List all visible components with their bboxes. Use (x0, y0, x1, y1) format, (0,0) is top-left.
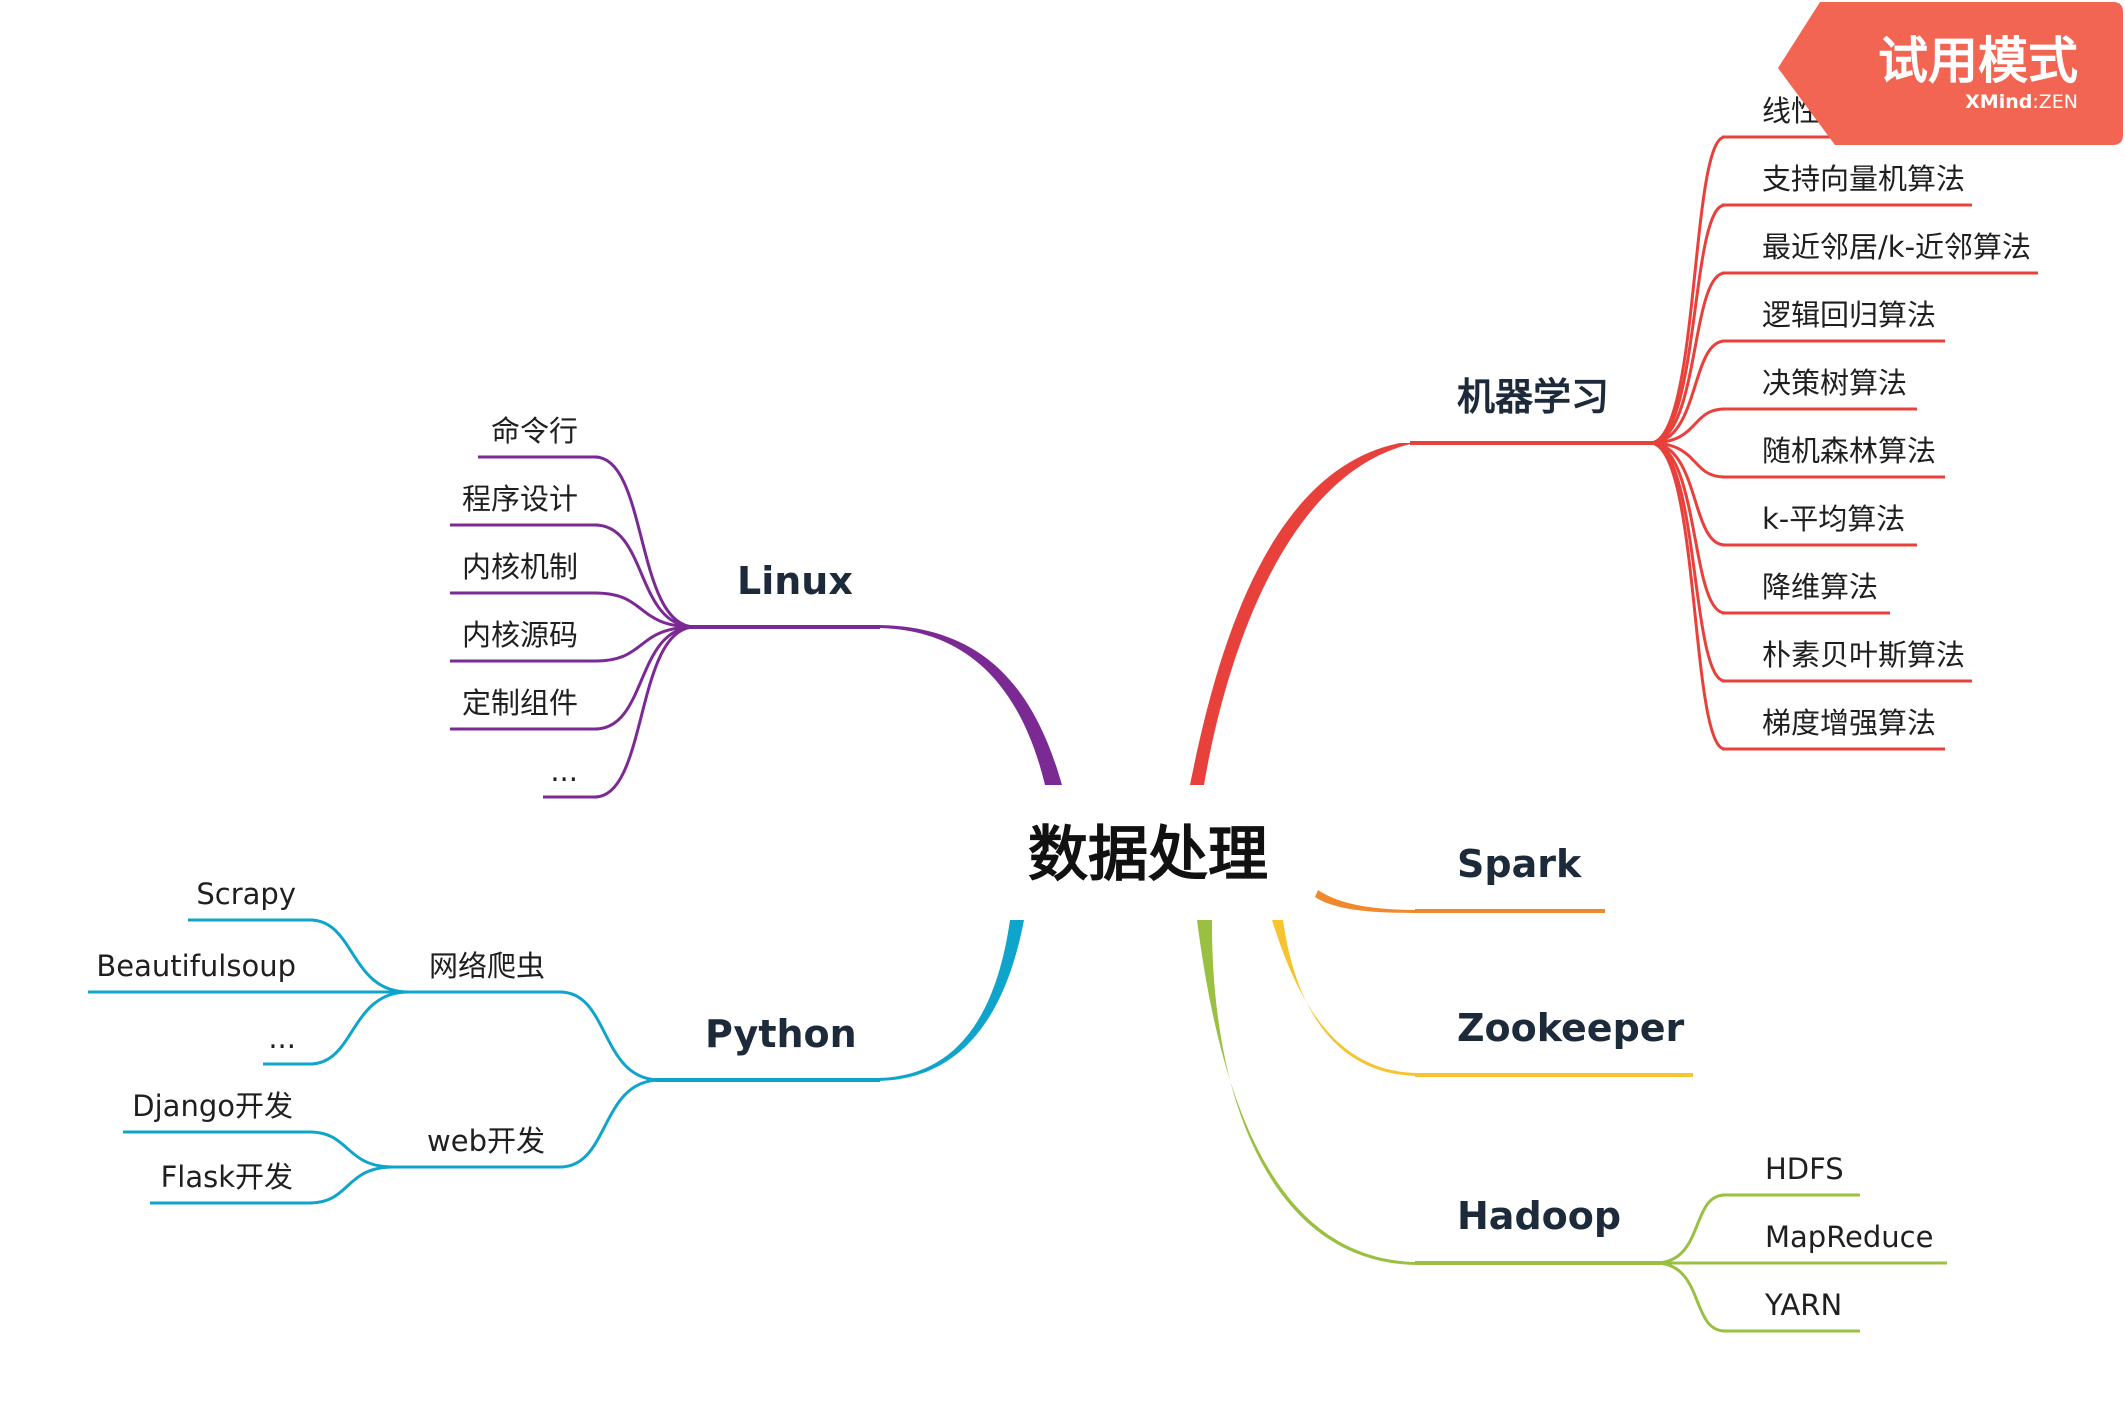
subtopic-web-2[interactable]: Flask开发 (161, 1160, 293, 1194)
subtopic-linux-4[interactable]: 内核源码 (462, 618, 578, 652)
hadoop-connector-3 (1654, 1261, 1726, 1333)
xmind-brand-name: XMind (1965, 91, 2032, 113)
linux-subbranches (450, 455, 696, 799)
ml-connector-8 (1649, 441, 1726, 615)
central-topic[interactable]: 数据处理 (1028, 820, 1268, 890)
python-subbranches (88, 918, 661, 1205)
linux-connector-3 (594, 591, 696, 629)
linux-connector-5 (594, 625, 696, 731)
subtopic-crawler-1[interactable]: Scrapy (196, 877, 296, 911)
xmind-brand-suffix: ZEN (2039, 91, 2078, 113)
trial-badge-shape (1778, 2, 2123, 145)
linux-connector-2 (594, 523, 696, 629)
xmind-brand-separator: : (2032, 91, 2038, 113)
subtopic-web-1[interactable]: Django开发 (132, 1089, 293, 1123)
subtopic-ml-3[interactable]: 最近邻居/k-近邻算法 (1762, 230, 2031, 264)
linux-connector-1 (594, 455, 696, 629)
topic-zookeeper[interactable]: Zookeeper (1457, 1006, 1685, 1050)
ml-connector-5 (1649, 407, 1726, 445)
subtopic-hadoop-2[interactable]: MapReduce (1765, 1220, 1933, 1254)
ml-connector-3 (1649, 271, 1726, 445)
subtopic-ml-6[interactable]: 随机森林算法 (1762, 434, 1936, 468)
web-connector-1 (309, 1130, 394, 1169)
branch-connector-zookeeper (1272, 920, 1420, 1076)
subtopic-ml-2[interactable]: 支持向量机算法 (1762, 162, 1965, 196)
linux-connector-6 (594, 625, 696, 799)
subtopic-hadoop-1[interactable]: HDFS (1765, 1152, 1844, 1186)
subtopic-python-crawler[interactable]: 网络爬虫 (429, 949, 545, 983)
subtopic-linux-2[interactable]: 程序设计 (462, 482, 578, 516)
ml-connector-6 (1649, 441, 1726, 479)
xmind-brand-label: XMind:ZEN (1965, 91, 2078, 113)
hadoop-connector-1 (1654, 1193, 1726, 1265)
subtopic-ml-5[interactable]: 决策树算法 (1762, 366, 1907, 400)
subtopic-ml-8[interactable]: 降维算法 (1762, 570, 1878, 604)
branch-connector-spark (1315, 890, 1420, 913)
python-connector-crawler (559, 990, 661, 1082)
topic-linux[interactable]: Linux (737, 559, 853, 603)
subtopic-ml-4[interactable]: 逻辑回归算法 (1762, 298, 1936, 332)
topic-hadoop[interactable]: Hadoop (1457, 1194, 1621, 1238)
topic-python[interactable]: Python (705, 1012, 857, 1056)
trial-mode-title: 试用模式 (1878, 32, 2078, 90)
subtopic-linux-6[interactable]: ... (550, 754, 578, 788)
ml-connector-10 (1649, 441, 1726, 751)
branch-connector-linux (875, 625, 1062, 785)
topic-spark[interactable]: Spark (1457, 842, 1582, 886)
branch-connector-hadoop (1197, 920, 1420, 1265)
python-connector-web (559, 1078, 661, 1169)
subtopic-ml-7[interactable]: k-平均算法 (1762, 502, 1905, 536)
subtopic-linux-1[interactable]: 命令行 (491, 414, 578, 448)
hadoop-subbranches (1654, 1193, 1947, 1333)
ml-subbranches (1649, 135, 2038, 751)
subtopic-python-web[interactable]: web开发 (427, 1124, 545, 1158)
ml-connector-7 (1649, 441, 1726, 547)
branch-connector-machine-learning (1190, 443, 1415, 785)
subtopic-crawler-3[interactable]: ... (268, 1021, 296, 1055)
topic-machine-learning[interactable]: 机器学习 (1457, 375, 1609, 419)
trial-mode-badge[interactable]: 试用模式 XMind:ZEN (0, 0, 2125, 150)
crawler-connector-1 (309, 918, 409, 994)
linux-connector-4 (594, 625, 696, 663)
ml-connector-4 (1649, 339, 1726, 445)
web-connector-2 (309, 1165, 394, 1205)
ml-connector-1 (1649, 135, 1726, 445)
subtopic-ml-9[interactable]: 朴素贝叶斯算法 (1762, 638, 1965, 672)
subtopic-crawler-2[interactable]: Beautifulsoup (96, 949, 296, 983)
branch-connector-python (875, 920, 1024, 1081)
subtopic-linux-5[interactable]: 定制组件 (462, 686, 578, 720)
subtopic-linux-3[interactable]: 内核机制 (462, 550, 578, 584)
subtopic-ml-10[interactable]: 梯度增强算法 (1762, 706, 1936, 740)
subtopic-hadoop-3[interactable]: YARN (1764, 1288, 1842, 1322)
crawler-connector-3 (309, 990, 409, 1066)
ml-connector-2 (1649, 203, 1726, 445)
